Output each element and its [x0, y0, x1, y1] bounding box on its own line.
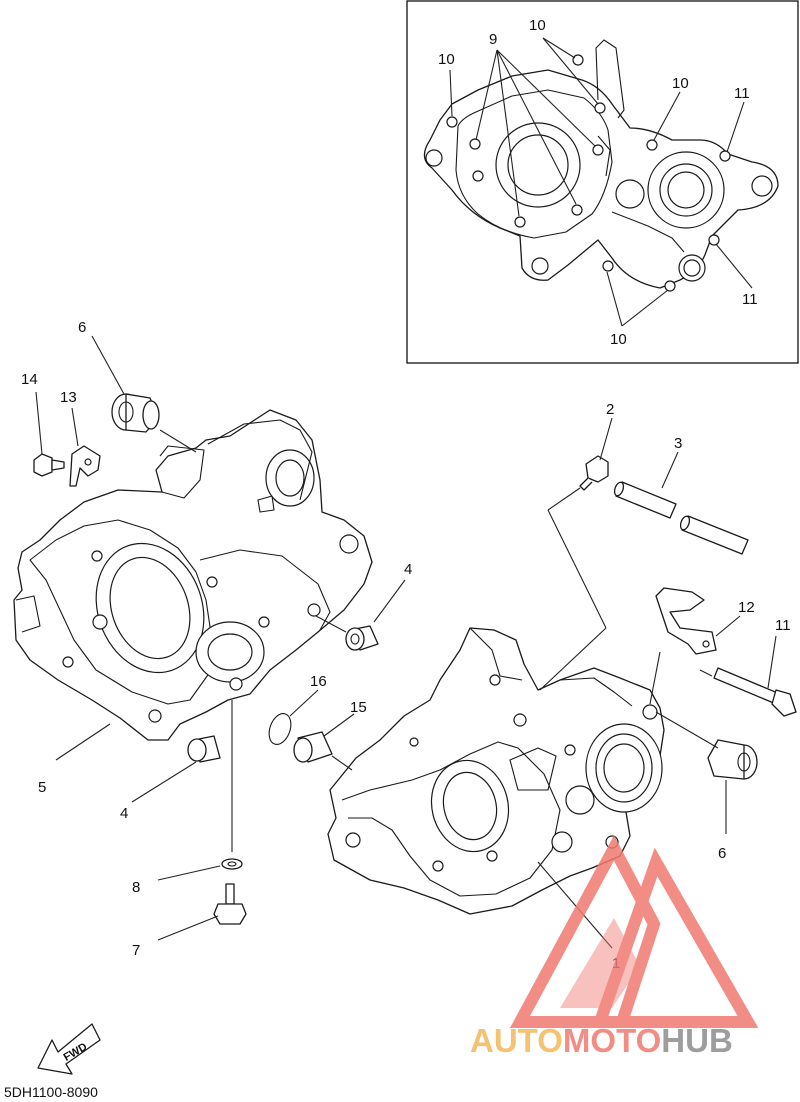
fwd-label: FWD: [62, 1041, 90, 1064]
inset-callout-9: 9: [489, 31, 497, 48]
fwd-arrow: FWD: [37, 1023, 101, 1075]
bushing-part-6-right: [707, 739, 758, 780]
inset-callout-10-right: 10: [672, 75, 689, 92]
callout-4-lower: 4: [120, 805, 128, 822]
inset-callout-10-bottom: 10: [610, 331, 627, 348]
drawing-code: 5DH1100-8090: [4, 1084, 98, 1100]
bolt-part-14: [33, 453, 65, 477]
callout-16: 16: [310, 673, 327, 690]
collar-part-15: [293, 731, 333, 763]
callout-labels: 6 14 13 2 3 4 12 11 16 15 5 4 6 8 7 1: [21, 319, 791, 972]
callout-11: 11: [775, 617, 791, 634]
callout-6-top: 6: [78, 319, 86, 336]
fitting-part-2: [579, 455, 609, 491]
watermark-logo-icon: [509, 835, 759, 1028]
long-bolt-part-11: [713, 667, 797, 717]
watermark-text: AUTOMOTOHUB: [470, 1022, 733, 1059]
bushing-part-4-lower: [187, 735, 221, 763]
inset-callout-11-top: 11: [734, 85, 750, 102]
washer-part-8: [221, 858, 243, 870]
inset-callout-10-top: 10: [529, 17, 546, 34]
callout-3: 3: [674, 435, 682, 452]
inset-callout-11-bottom: 11: [742, 291, 758, 308]
inset-bolt-holes: [446, 54, 731, 292]
bushing-part-6-top: [111, 393, 160, 433]
callout-13: 13: [60, 389, 77, 406]
bracket-part-12: [655, 587, 717, 655]
leader-lines: [35, 335, 777, 949]
callout-5: 5: [38, 779, 46, 796]
callout-4-upper: 4: [404, 561, 412, 578]
callout-14: 14: [21, 371, 38, 388]
o-ring-part-16: [268, 713, 292, 745]
bushing-part-4-upper: [345, 625, 379, 651]
inset-panel: 10 9 10 10 11 11 10: [406, 0, 799, 364]
callout-7: 7: [132, 942, 140, 959]
inset-callout-10-left: 10: [438, 51, 455, 68]
inset-leaders: [449, 37, 753, 327]
drain-bolt-part-7: [213, 883, 247, 925]
callout-12: 12: [738, 599, 755, 616]
crankcase-right-half: [327, 627, 665, 915]
callout-8: 8: [132, 879, 140, 896]
clamp-part-13: [69, 445, 101, 487]
watermark: AUTOMOTOHUB: [470, 835, 759, 1059]
crankcase-left-half: [13, 409, 373, 741]
callout-2: 2: [606, 401, 614, 418]
inset-crankcase-half: [423, 39, 779, 292]
callout-6-right: 6: [718, 845, 726, 862]
callout-15: 15: [350, 699, 367, 716]
dowel-pins-part-3: [613, 481, 749, 555]
